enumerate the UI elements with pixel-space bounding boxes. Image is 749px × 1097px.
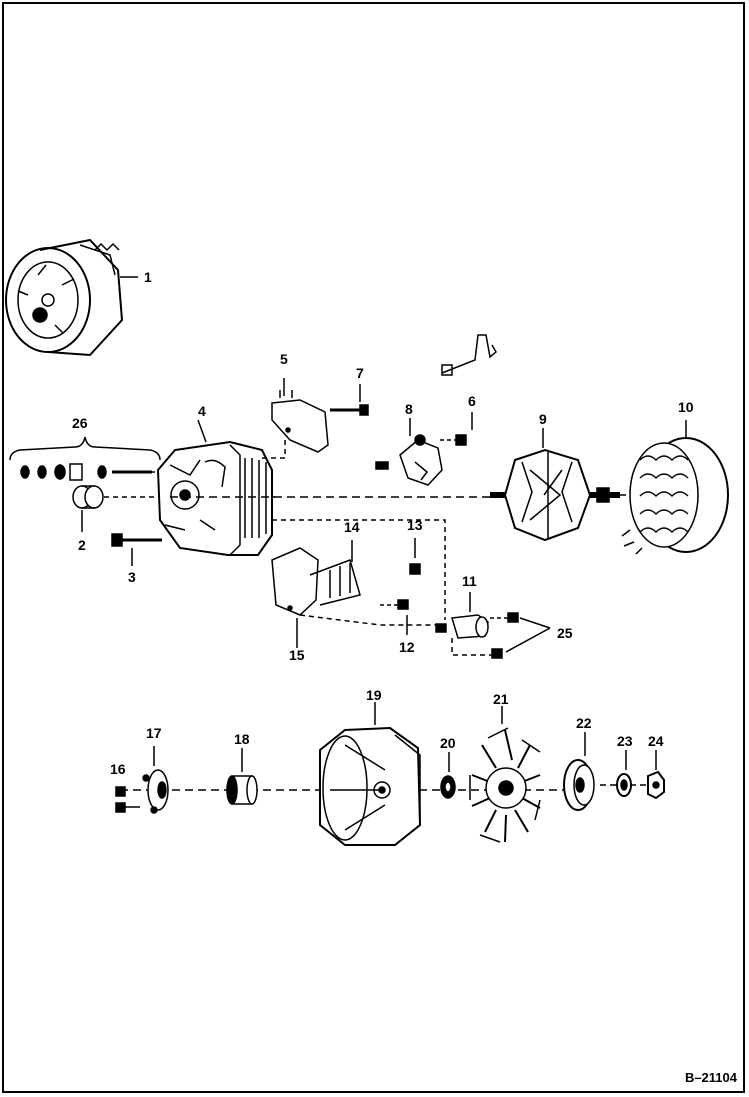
label-part-26: 26 — [72, 415, 88, 431]
label-part-11: 11 — [462, 573, 477, 589]
part-25-screws — [490, 612, 551, 659]
label-part-17: 17 — [146, 725, 162, 741]
label-part-7: 7 — [356, 365, 364, 381]
part-13-nut — [409, 538, 421, 575]
label-part-22: 22 — [576, 715, 592, 731]
label-part-14: 14 — [344, 519, 360, 535]
part-4-end-frame — [156, 419, 273, 556]
part-21-fan — [469, 706, 541, 843]
label-part-18: 18 — [234, 731, 250, 747]
part-8-brush-holder — [375, 418, 443, 486]
part-6-screw — [440, 412, 473, 446]
label-part-15: 15 — [289, 647, 305, 663]
part-12-screw — [380, 599, 409, 635]
label-part-23: 23 — [617, 733, 633, 749]
label-part-21: 21 — [493, 691, 509, 707]
part-2-bushing — [72, 485, 165, 532]
part-16-screws — [115, 786, 140, 813]
part-11-capacitor — [435, 592, 492, 656]
label-part-8: 8 — [405, 401, 413, 417]
assembly-guide-line-2 — [299, 614, 445, 626]
label-part-24: 24 — [648, 733, 664, 749]
label-part-1: 1 — [144, 269, 152, 285]
part-9-rotor — [490, 428, 620, 542]
label-part-25: 25 — [557, 625, 573, 641]
figure-reference-code: B–21104 — [684, 1070, 737, 1085]
label-part-13: 13 — [407, 517, 423, 533]
part-22-pulley — [563, 732, 595, 811]
part-23-washer — [616, 750, 632, 797]
label-part-12: 12 — [399, 639, 415, 655]
part-18-bearing — [226, 748, 258, 805]
part-19-drive-end-frame — [319, 702, 422, 846]
label-part-3: 3 — [128, 569, 136, 585]
label-part-9: 9 — [539, 411, 547, 427]
assembly-guide-line — [272, 519, 446, 620]
part-10-stator — [621, 420, 729, 555]
part-24-nut — [647, 750, 665, 800]
label-part-6: 6 — [468, 393, 476, 409]
label-part-2: 2 — [78, 537, 86, 553]
part-3-bolt — [111, 533, 162, 566]
label-part-5: 5 — [280, 351, 288, 367]
label-part-19: 19 — [366, 687, 382, 703]
label-part-10: 10 — [678, 399, 694, 415]
label-part-20: 20 — [440, 735, 456, 751]
part-7-screw — [330, 384, 369, 416]
part-5-regulator — [262, 378, 329, 459]
bracket-strap — [441, 334, 497, 376]
label-part-4: 4 — [198, 403, 206, 419]
part-15-rectifier — [271, 547, 361, 648]
part-20-spacer — [440, 752, 456, 799]
label-part-16: 16 — [110, 761, 126, 777]
part-1-alternator-assembly — [5, 238, 138, 357]
part-26-hardware-stack — [9, 436, 170, 481]
part-17-retainer-plate — [142, 746, 169, 814]
